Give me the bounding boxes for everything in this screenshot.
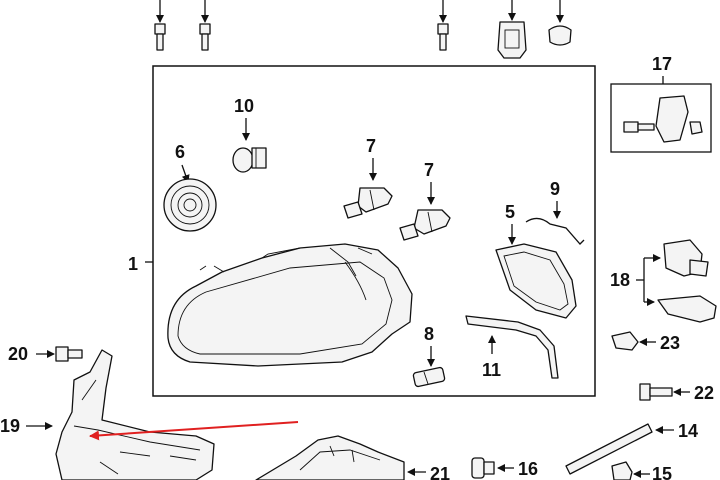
top-grommet	[548, 0, 572, 46]
bracket-19	[55, 349, 215, 480]
bulb-10	[232, 147, 267, 173]
callout-23: 23	[660, 333, 680, 353]
fastener-16	[471, 457, 495, 479]
bracket-18-lower	[657, 295, 717, 323]
bulb-7a	[343, 187, 393, 219]
socket-6	[163, 178, 217, 232]
callout-20: 20	[8, 344, 28, 364]
adjuster-box-17	[610, 83, 712, 153]
headlamp-housing	[167, 243, 413, 367]
bezel-5	[495, 243, 577, 319]
bracket-18-upper	[663, 239, 709, 277]
callout-8: 8	[424, 324, 434, 344]
callout-18: 18	[610, 270, 630, 290]
wire-clip-9	[525, 217, 585, 245]
callout-11: 11	[482, 360, 501, 380]
callout-5: 5	[505, 202, 515, 222]
callout-17: 17	[652, 54, 672, 74]
adjuster-17	[623, 95, 703, 143]
callout-21: 21	[430, 464, 450, 480]
top-clip-connector	[497, 0, 527, 59]
top-bolt-left	[154, 0, 166, 51]
clip-23	[611, 331, 639, 351]
trim-strip-11	[465, 315, 559, 379]
callout-15: 15	[652, 464, 672, 480]
callout-14: 14	[678, 421, 698, 441]
panel-21	[255, 435, 405, 480]
callout-19: 19	[0, 416, 20, 436]
bolt-22	[639, 383, 673, 401]
callout-6: 6	[175, 142, 185, 162]
callout-10: 10	[234, 96, 254, 116]
callout-1: 1	[128, 254, 138, 274]
bulb-7b	[399, 209, 451, 241]
top-bolt-right	[437, 0, 449, 51]
rod-14	[565, 423, 653, 475]
callout-16: 16	[518, 459, 538, 479]
bulb-8	[412, 366, 446, 388]
callout-7a: 7	[366, 136, 376, 156]
callout-22: 22	[694, 383, 714, 403]
callout-9: 9	[550, 179, 560, 199]
clip-15	[611, 461, 633, 480]
bolt-20	[55, 346, 83, 362]
headlamp-assembly-frame	[152, 65, 596, 397]
top-bolt-mid	[199, 0, 211, 51]
callout-7b: 7	[424, 160, 434, 180]
highlight-arrow	[89, 421, 299, 441]
